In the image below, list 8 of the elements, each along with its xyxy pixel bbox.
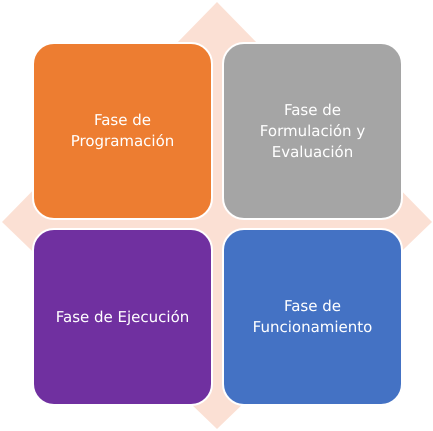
phase-box [32,228,213,406]
phase-title: Fase de Ejecución [54,306,190,328]
phase-box [32,42,213,220]
phase-box [222,42,403,220]
phase-box [222,228,403,406]
phase-title: Fase de Programación [70,110,176,152]
phase-title: Fase de Formulación y Evaluación [258,100,366,162]
phase-title: Fase de Funcionamiento [252,296,374,338]
